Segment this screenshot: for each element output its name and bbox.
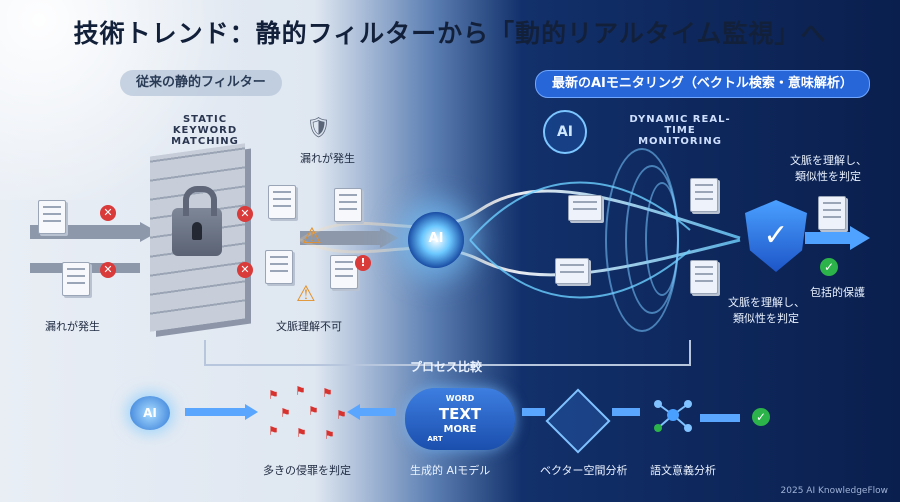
blocked-x-icon-2: ✕ xyxy=(100,262,116,278)
bottom-arrowhead-2 xyxy=(347,404,360,420)
leak-label-bottom: 漏れが発生 xyxy=(45,320,100,333)
flag-icon-8: ⚑ xyxy=(296,426,307,440)
flag-icon-9: ⚑ xyxy=(324,428,335,442)
flag-icon-5: ⚑ xyxy=(308,404,319,418)
word-cloud-icon: WORD TEXT MORE ART xyxy=(405,388,515,450)
dynamic-caption-line2: MONITORING xyxy=(638,136,722,147)
filtered-document-4 xyxy=(330,255,358,289)
final-check-icon: ✓ xyxy=(752,408,770,426)
static-caption-line2: MATCHING xyxy=(171,136,239,147)
cloud-word-2: TEXT xyxy=(438,405,482,423)
output-arrowhead xyxy=(380,228,398,248)
right-section-pill: 最新のAIモニタリング（ベクトル検索・意味解析） xyxy=(535,70,870,98)
blocked-x-icon-3: ✕ xyxy=(237,206,253,222)
scanned-document-2 xyxy=(555,258,589,284)
warning-icon-1: ⚠ xyxy=(302,224,322,249)
network-graph-icon xyxy=(654,400,692,432)
output-document-2 xyxy=(690,260,718,294)
input-document-1 xyxy=(38,200,66,234)
scan-ring-3 xyxy=(645,182,679,296)
cloud-word-4: ART xyxy=(427,435,443,443)
cloud-word-1: WORD xyxy=(445,394,475,403)
filtered-document-3 xyxy=(265,250,293,284)
dynamic-caption-line1: DYNAMIC REAL-TIME xyxy=(629,114,731,136)
warning-icon-2: ⚠ xyxy=(296,282,316,307)
left-section-pill: 従来の静的フィルター xyxy=(120,70,282,96)
flag-icon-2: ⚑ xyxy=(295,384,306,398)
output-document-1 xyxy=(690,178,718,212)
static-caption: STATIC KEYWORD MATCHING xyxy=(150,114,260,147)
blocked-x-icon-1: ✕ xyxy=(100,205,116,221)
broken-shield-icon: 🛡 xyxy=(306,115,332,139)
understand-label-top-2: 類似性を判定 xyxy=(795,170,861,183)
leak-label-top: 漏れが発生 xyxy=(300,152,355,165)
bottom-step-3: ベクター空間分析 xyxy=(540,464,628,477)
bottom-arrowhead-1 xyxy=(245,404,258,420)
bottom-step-1: 多きの侵罪を判定 xyxy=(263,464,351,477)
static-caption-line1: STATIC KEYWORD xyxy=(172,114,238,136)
flag-icon-3: ⚑ xyxy=(322,386,333,400)
filtered-document-1 xyxy=(268,185,296,219)
cloud-word-3: MORE xyxy=(443,424,477,435)
ok-check-icon: ✓ xyxy=(820,258,838,276)
bottom-step-4: 語文意義分析 xyxy=(650,464,716,477)
flag-icon-4: ⚑ xyxy=(280,406,291,420)
dynamic-caption: DYNAMIC REAL-TIME MONITORING xyxy=(615,114,745,147)
output-document-3 xyxy=(818,196,846,230)
flag-icon-7: ⚑ xyxy=(268,424,279,438)
brain-ai-icon: AI xyxy=(130,396,170,430)
footer-credit: 2025 AI KnowledgeFlow xyxy=(780,486,888,496)
bottom-step-2: 生成的 AIモデル xyxy=(410,464,491,477)
blocked-x-icon-5: ! xyxy=(355,255,371,271)
shield-arrowhead xyxy=(850,226,870,250)
input-document-2 xyxy=(62,262,90,296)
understand-label-bottom-2: 類似性を判定 xyxy=(733,312,799,325)
ai-core-label: AI xyxy=(428,231,444,246)
scanned-document-1 xyxy=(568,195,602,221)
blocked-x-icon-4: ✕ xyxy=(237,262,253,278)
flag-icon-6: ⚑ xyxy=(336,408,347,422)
context-unknown-label: 文脈理解不可 xyxy=(276,320,342,333)
page-title: 技術トレンド：静的フィルターから「動的リアルタイム監視」へ xyxy=(73,19,827,48)
understand-label-top-1: 文脈を理解し、 xyxy=(790,154,867,167)
filtered-document-2 xyxy=(334,188,362,222)
ai-badge-icon: AI xyxy=(543,110,587,154)
flag-icon-1: ⚑ xyxy=(268,388,279,402)
process-compare-label: プロセス比較 xyxy=(410,360,483,374)
lock-icon xyxy=(172,186,222,256)
input-arrowhead-top xyxy=(140,222,158,242)
compare-bracket xyxy=(204,340,691,366)
ai-core-icon: AI xyxy=(408,212,464,268)
comprehensive-label: 包括的保護 xyxy=(810,286,865,299)
understand-label-bottom-1: 文脈を理解し、 xyxy=(728,296,805,309)
